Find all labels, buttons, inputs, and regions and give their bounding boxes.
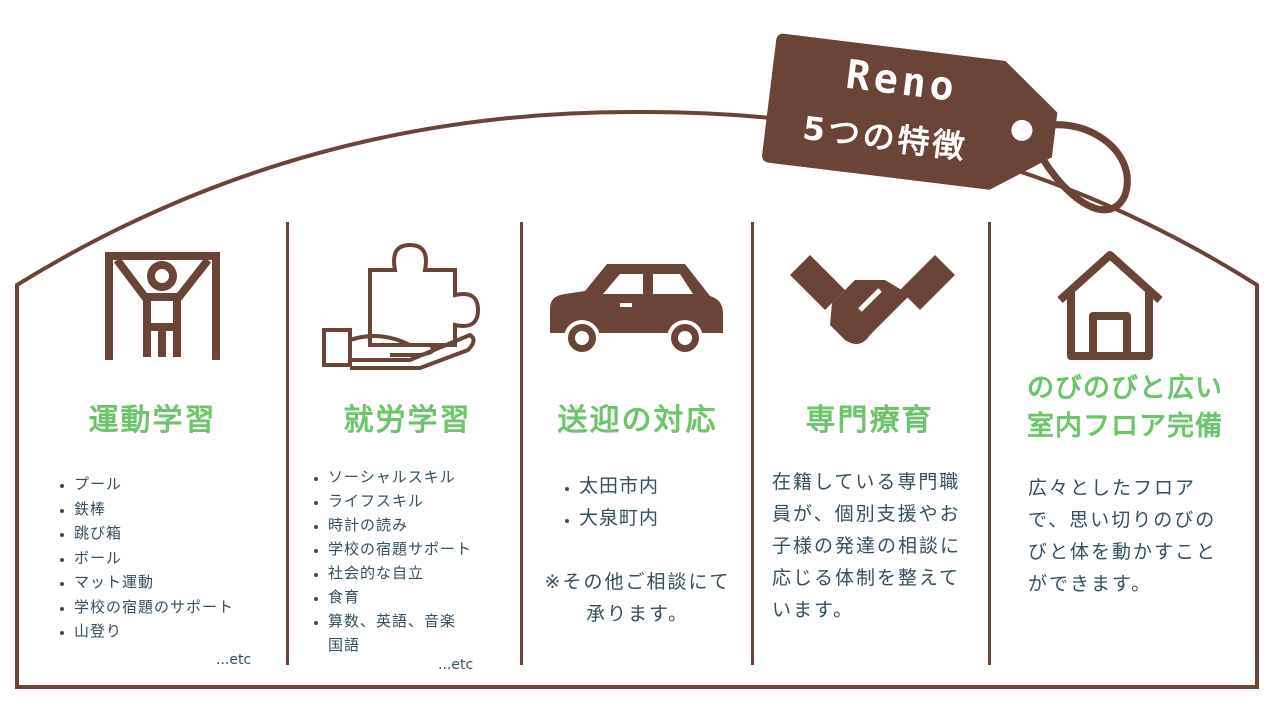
list-item: 学校の宿題サポート (328, 537, 518, 561)
transport-note: ※その他ご相談にて承ります。 (544, 571, 731, 625)
feature-title-transport: 送迎の対応 (557, 403, 718, 438)
transport-list: 太田市内 大泉町内 (555, 470, 659, 534)
list-item: 時計の読み (328, 513, 518, 537)
list-item: 太田市内 (579, 470, 659, 502)
feature-title-floor: のびのびと広い 室内フロア完備 (995, 370, 1255, 446)
handshake-icon (790, 255, 955, 344)
exercise-person-icon (105, 252, 220, 360)
list-item: ソーシャルスキル (328, 465, 518, 489)
house-icon (1057, 251, 1163, 360)
car-icon (550, 264, 723, 356)
work-list: ソーシャルスキル ライフスキル 時計の読み 学校の宿題サポート 社会的な自立 食… (306, 465, 518, 657)
list-item: 食育 (328, 585, 518, 609)
exercise-list: プール 鉄棒 跳び箱 ボール マット運動 学校の宿題のサポート 山登り (52, 472, 234, 644)
tag-string (1026, 121, 1131, 214)
etc-label: ...etc (216, 652, 252, 668)
list-item: 算数、英語、音楽 国語 (328, 609, 473, 657)
feature-tag: Reno 5つの特徴 (761, 33, 1065, 197)
list-item: ボール (74, 546, 234, 571)
list-item: プール (74, 472, 234, 497)
list-item: 大泉町内 (579, 502, 659, 534)
therapy-description: 在籍している専門職員が、個別支援やお子様の発達の相談に応じる体制を整えています。 (772, 471, 962, 621)
divider (520, 222, 523, 665)
floor-description: 広々としたフロアで、思い切りのびのびと体を動かすことができます。 (1028, 477, 1218, 595)
list-item: 学校の宿題のサポート (74, 595, 234, 620)
title-line: のびのびと広い (1027, 373, 1223, 404)
divider (286, 222, 289, 665)
feature-title-exercise: 運動学習 (88, 403, 217, 438)
list-item: ライフスキル (328, 489, 518, 513)
list-item: 鉄棒 (74, 497, 234, 522)
divider (988, 222, 991, 665)
list-item: マット運動 (74, 570, 234, 595)
puzzle-hand-icon (322, 242, 480, 370)
divider (751, 222, 754, 665)
etc-label: ...etc (438, 657, 474, 673)
list-item: 社会的な自立 (328, 561, 518, 585)
list-item: 山登り (74, 619, 234, 644)
list-item: 跳び箱 (74, 521, 234, 546)
feature-title-work: 就労学習 (343, 403, 472, 438)
title-line: 室内フロア完備 (1027, 411, 1223, 442)
feature-title-therapy: 専門療育 (805, 403, 934, 438)
